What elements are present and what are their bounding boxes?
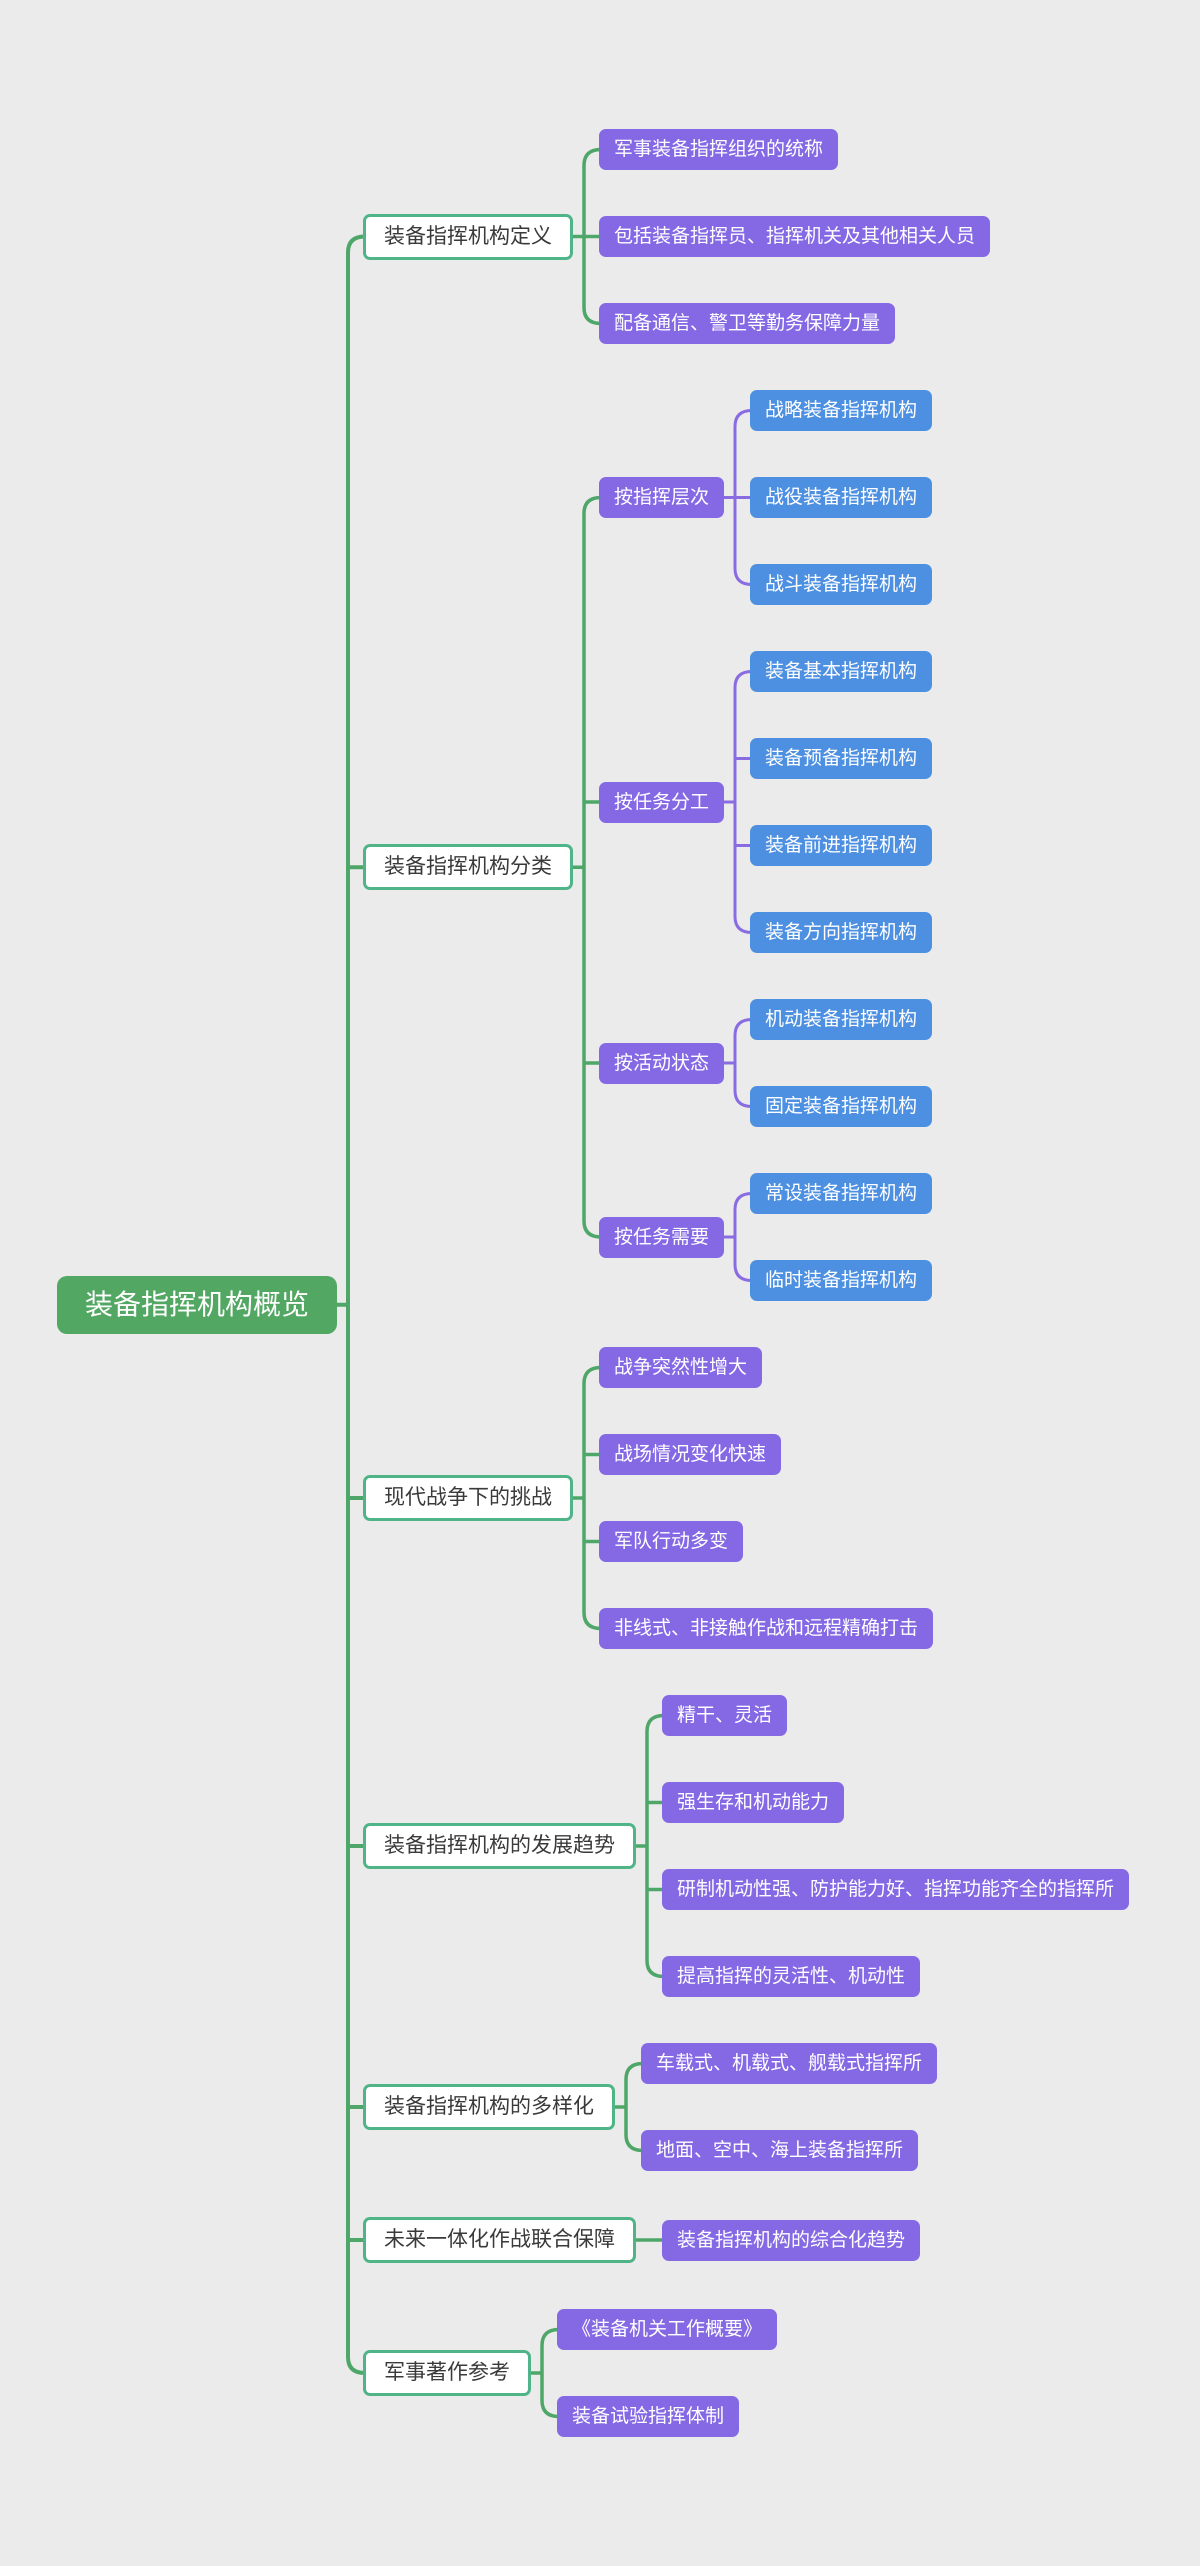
mindmap-branch-node[interactable]: 按任务需要 xyxy=(599,1216,725,1258)
branch-connector xyxy=(633,1713,666,1979)
mindmap-leaf-node[interactable]: 战略装备指挥机构 xyxy=(750,390,933,431)
mindmap-branch-node[interactable]: 军事著作参考 xyxy=(363,2350,531,2396)
mindmap-leaf-node[interactable]: 常设装备指挥机构 xyxy=(750,1173,933,1214)
branch-connector xyxy=(721,409,754,586)
branch-connector xyxy=(721,1192,754,1282)
branch-connector xyxy=(721,1018,754,1108)
mindmap-branch-node[interactable]: 按任务分工 xyxy=(599,781,725,823)
mindmap-leaf-node[interactable]: 精干、灵活 xyxy=(662,1695,788,1736)
mindmap-leaf-node[interactable]: 配备通信、警卫等勤务保障力量 xyxy=(599,303,896,344)
branch-connector xyxy=(570,147,603,326)
mindmap-branch-node[interactable]: 装备指挥机构的多样化 xyxy=(363,2084,615,2130)
mindmap-leaf-node[interactable]: 战斗装备指挥机构 xyxy=(750,564,933,605)
mindmap-leaf-node[interactable]: 军队行动多变 xyxy=(599,1521,744,1562)
mindmap-branch-node[interactable]: 装备指挥机构的发展趋势 xyxy=(363,1823,636,1869)
mindmap-leaf-node[interactable]: 《装备机关工作概要》 xyxy=(557,2309,778,2350)
mindmap-leaf-node[interactable]: 地面、空中、海上装备指挥所 xyxy=(641,2130,919,2171)
mindmap-leaf-node[interactable]: 研制机动性强、防护能力好、指挥功能齐全的指挥所 xyxy=(662,1869,1130,1910)
branch-connector xyxy=(334,234,367,2375)
mindmap-leaf-node[interactable]: 装备方向指挥机构 xyxy=(750,912,933,953)
branch-connector xyxy=(570,1365,603,1631)
branch-connector xyxy=(570,495,603,1239)
branch-connector xyxy=(528,2327,561,2419)
mindmap-leaf-node[interactable]: 包括装备指挥员、指挥机关及其他相关人员 xyxy=(599,216,991,257)
mindmap-leaf-node[interactable]: 车载式、机载式、舰载式指挥所 xyxy=(641,2043,938,2084)
branch-connector xyxy=(721,670,754,934)
branch-connector xyxy=(612,2061,645,2153)
mindmap-leaf-node[interactable]: 战争突然性增大 xyxy=(599,1347,763,1388)
mindmap-branch-node[interactable]: 按活动状态 xyxy=(599,1042,725,1084)
mindmap-leaf-node[interactable]: 战场情况变化快速 xyxy=(599,1434,782,1475)
mindmap-branch-node[interactable]: 按指挥层次 xyxy=(599,477,725,518)
mindmap-leaf-node[interactable]: 装备指挥机构的综合化趋势 xyxy=(662,2219,921,2261)
mindmap-leaf-node[interactable]: 装备试验指挥体制 xyxy=(557,2396,740,2437)
mindmap-branch-node[interactable]: 未来一体化作战联合保障 xyxy=(363,2217,636,2263)
mindmap-leaf-node[interactable]: 提高指挥的灵活性、机动性 xyxy=(662,1956,921,1997)
mindmap-root-node[interactable]: 装备指挥机构概览 xyxy=(57,1275,338,1334)
mindmap-leaf-node[interactable]: 装备预备指挥机构 xyxy=(750,738,933,779)
mindmap-leaf-node[interactable]: 装备前进指挥机构 xyxy=(750,825,933,866)
mindmap-leaf-node[interactable]: 军事装备指挥组织的统称 xyxy=(599,129,839,170)
mindmap-leaf-node[interactable]: 固定装备指挥机构 xyxy=(750,1086,933,1127)
mindmap-branch-node[interactable]: 装备指挥机构定义 xyxy=(363,213,573,260)
mindmap-leaf-node[interactable]: 战役装备指挥机构 xyxy=(750,477,933,518)
mindmap-branch-node[interactable]: 装备指挥机构分类 xyxy=(363,844,573,891)
mindmap-leaf-node[interactable]: 非线式、非接触作战和远程精确打击 xyxy=(599,1608,934,1649)
mindmap-branch-node[interactable]: 现代战争下的挑战 xyxy=(363,1475,573,1521)
mindmap-leaf-node[interactable]: 机动装备指挥机构 xyxy=(750,999,933,1040)
mindmap-leaf-node[interactable]: 临时装备指挥机构 xyxy=(750,1260,933,1301)
mindmap-leaf-node[interactable]: 装备基本指挥机构 xyxy=(750,651,933,692)
mindmap-leaf-node[interactable]: 强生存和机动能力 xyxy=(662,1782,845,1823)
